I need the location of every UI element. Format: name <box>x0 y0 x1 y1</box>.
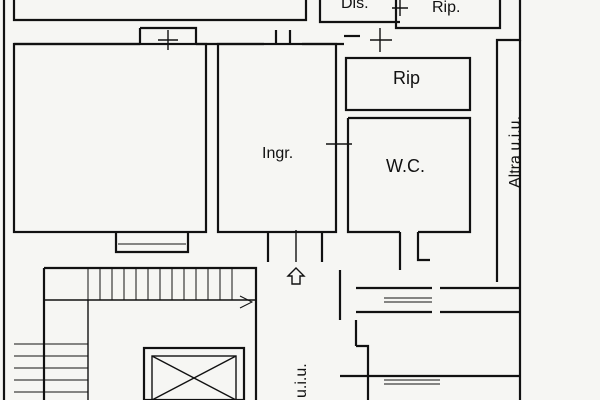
label-altra-uiu-right: Altra u.i.u. <box>507 116 524 188</box>
room-wc: W.C. <box>346 116 472 270</box>
top-room-wall <box>12 0 308 22</box>
top-rooms: Dis. Rip. <box>318 0 502 30</box>
right-wall-upper <box>495 0 522 282</box>
door-symbol-corridor-left <box>158 30 178 50</box>
stairwell <box>14 266 258 400</box>
room-label-ingr: Ingr. <box>262 145 293 162</box>
room-left-walls <box>12 42 208 234</box>
stair-direction-arrow-icon <box>239 295 254 309</box>
room-label-rip-top: Rip. <box>432 0 460 16</box>
room-label-rip: Rip <box>393 68 420 88</box>
room-left <box>12 42 208 254</box>
landing-side-wall <box>338 270 370 400</box>
stairwell-walls <box>44 266 258 400</box>
room-rip: Rip <box>344 56 472 112</box>
elevator-inner <box>151 355 237 400</box>
entrance-arrow-icon <box>286 267 306 285</box>
wc-door-jambs <box>398 232 430 270</box>
dis-room-wall <box>318 0 400 24</box>
corridor-passage <box>274 30 292 44</box>
elevator-shaft <box>142 346 246 400</box>
room-ingr: Ingr. <box>216 42 352 262</box>
outer-walls <box>2 0 522 400</box>
room-label-dis: Dis. <box>341 0 369 12</box>
elevator-cross-icon <box>151 355 237 400</box>
landing-door-lines <box>384 297 432 303</box>
room-left-door-niche <box>114 232 190 254</box>
ingr-entrance-jambs <box>266 232 324 262</box>
door-symbol-dis <box>392 0 408 16</box>
corridor-niche <box>138 26 198 44</box>
rip-top-room-wall <box>394 0 502 30</box>
room-label-wc: W.C. <box>386 156 425 176</box>
bottom-door-lines <box>384 379 440 385</box>
stair-treads-left <box>14 300 89 400</box>
stair-treads <box>87 268 233 300</box>
label-uiu-bottom: u.i.u. <box>293 363 310 398</box>
landing-walls <box>338 270 520 400</box>
elevator-outer <box>142 346 246 400</box>
stair-treads-upper <box>44 268 256 309</box>
room-wc-walls <box>346 116 472 234</box>
door-symbol-corridor-right <box>370 28 392 52</box>
room-rip-walls <box>344 56 472 112</box>
stair-treads-lower <box>14 343 88 393</box>
